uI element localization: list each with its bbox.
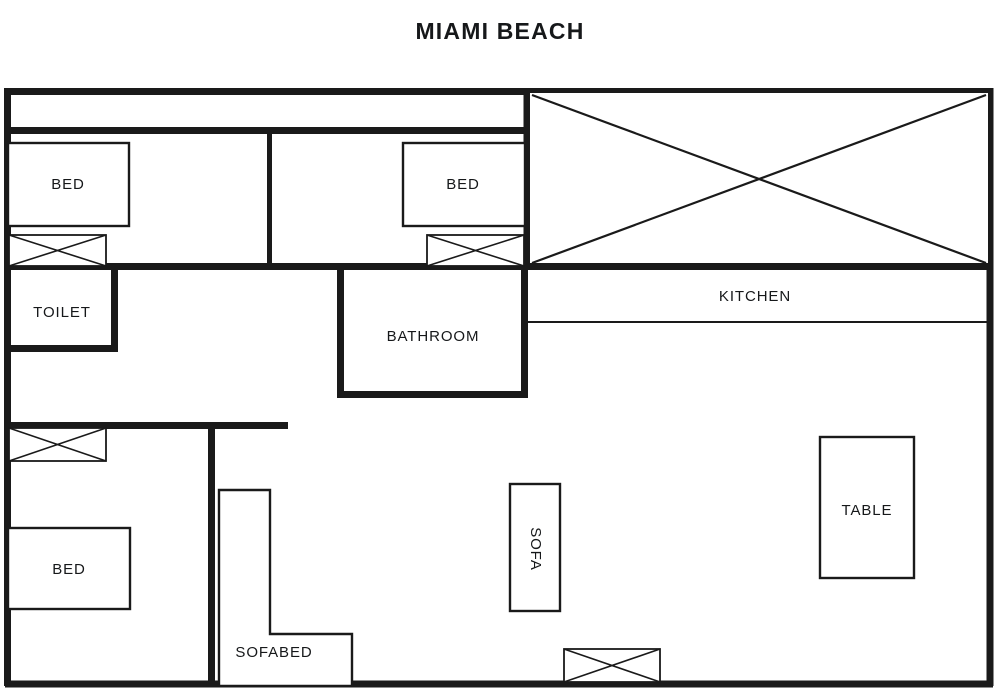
furniture-table: TABLE [818,435,916,580]
kitchen-area: KITCHEN [528,288,990,323]
bed-1-outline [6,141,131,228]
sofabed-outline [217,488,354,688]
furniture-label-bed-2: BED [446,176,480,193]
window-living-bottom [563,648,661,683]
room-label-bathroom: BATHROOM [387,328,480,345]
sofa-outline [508,482,562,613]
window-bedroom-1-cross-b [8,234,107,267]
interior-walls-lower [5,422,288,686]
window-bedroom-2 [426,234,525,267]
furniture-label-bed-1: BED [51,176,85,193]
window-bedroom-3 [8,427,107,462]
window-living-bottom-cross-b [563,648,661,683]
page-title: MIAMI BEACH [415,18,585,44]
furniture-sofabed: SOFABED [217,488,354,688]
furniture-bed-2: BED [401,141,527,228]
bathroom-room: BATHROOM [337,266,528,398]
window-openings [8,234,661,683]
furniture-label-bed-3: BED [52,561,86,578]
window-bedroom-1 [8,234,107,267]
bed-2-outline [401,141,527,228]
furniture-label-sofabed: SOFABED [235,644,312,661]
furniture-label-sofa: SOFA [527,527,544,571]
window-bedroom-3-cross-b [8,427,107,462]
furniture-bed-3: BED [6,526,132,611]
furniture-sofa: SOFA [508,482,562,613]
terrace-area [527,93,993,270]
toilet-room: TOILET [5,266,118,352]
window-bedroom-2-cross-b [426,234,525,267]
furniture-label-table: TABLE [842,502,893,519]
table-outline [818,435,916,580]
bed-3-outline [6,526,132,611]
terrace-cross-line-b [531,93,987,265]
furniture-layer: BED BED BED SOFA TABLE [6,141,916,688]
room-label-toilet: TOILET [33,304,91,321]
furniture-bed-1: BED [6,141,131,228]
room-label-kitchen: KITCHEN [719,288,791,305]
